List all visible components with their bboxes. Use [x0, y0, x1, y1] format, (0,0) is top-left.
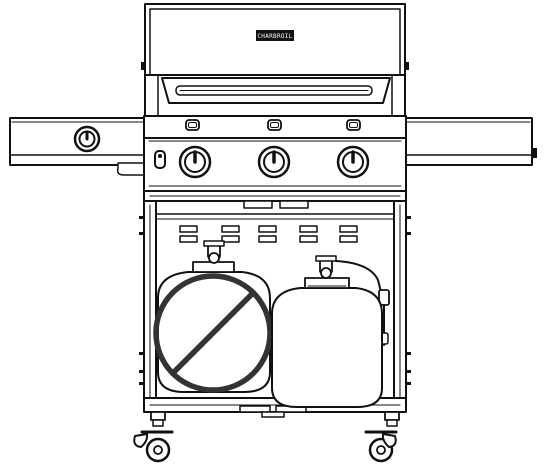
lid-handle[interactable]: [161, 77, 391, 104]
propane-tank-correct: [271, 255, 383, 408]
side-burner-knob[interactable]: [73, 125, 101, 153]
cart-frame: [139, 190, 411, 418]
burner-knob-left[interactable]: [178, 145, 212, 179]
burner-lights: [185, 119, 361, 131]
igniter-button-icon: [154, 150, 166, 169]
no-symbol-icon: [153, 273, 273, 393]
right-side-shelf: [404, 117, 537, 166]
brand-badge-text: CHARBROIL: [257, 33, 292, 40]
igniter-button[interactable]: [154, 150, 166, 169]
caster-wheel-left: [133, 411, 174, 463]
gas-hose: [335, 260, 390, 346]
caster-wheel-right: [364, 411, 400, 463]
brand-badge: CHARBROIL: [256, 30, 294, 41]
tank-holder-bracket: [179, 225, 358, 243]
burner-knob-center[interactable]: [257, 145, 291, 179]
burner-knob-right[interactable]: [336, 145, 370, 179]
